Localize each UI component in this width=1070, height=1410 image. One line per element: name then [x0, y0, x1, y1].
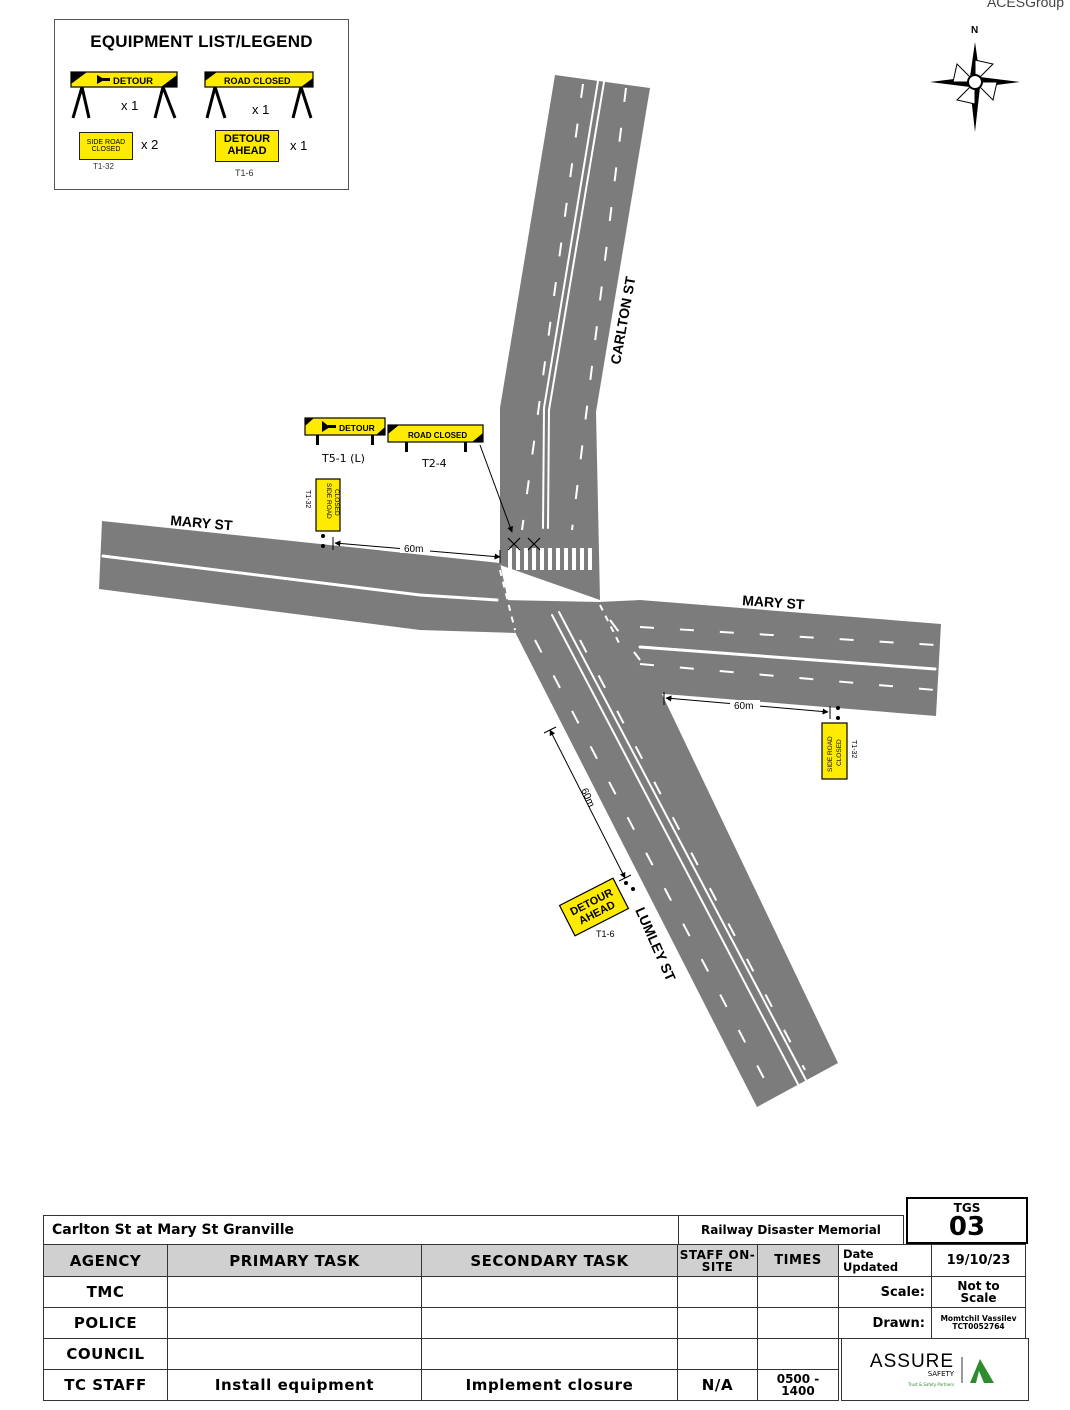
legend-detour-ahead-qty: x 1 — [290, 138, 308, 153]
compass-north-label: N — [971, 25, 978, 36]
tgs-label: TGS — [953, 1200, 981, 1215]
row-council-staff — [677, 1338, 758, 1370]
road-closed-board-code: T2-4 — [421, 457, 447, 470]
legend-title: EQUIPMENT LIST/LEGEND — [90, 32, 313, 51]
legend-road-closed-barrier-icon: ROAD CLOSED — [204, 71, 314, 119]
carlton-st-road — [500, 75, 650, 600]
title-block: TGS 03 Carlton St at Mary St Granville R… — [43, 1197, 1030, 1404]
distance-label-south: 60m — [578, 787, 596, 809]
drawn-name: Momtchil Vassilev — [940, 1313, 1017, 1323]
row-tmc-secondary — [421, 1276, 678, 1308]
drawn-value: Momtchil Vassilev TCT0052764 — [931, 1307, 1026, 1339]
legend-detour-ahead-line1: DETOUR — [223, 133, 271, 146]
street-label-mary-west: MARY ST — [170, 512, 234, 533]
pedestrian-crossing — [508, 548, 592, 570]
row-tmc-agency: TMC — [43, 1276, 168, 1308]
row-police-primary — [167, 1307, 422, 1339]
legend-detour-qty: x 1 — [121, 98, 139, 113]
legend-detour-ahead-code: T1-6 — [235, 168, 254, 178]
date-updated-value: 19/10/23 — [931, 1244, 1026, 1277]
street-label-mary-east: MARY ST — [742, 592, 806, 612]
project-cell: Railway Disaster Memorial — [678, 1215, 904, 1245]
legend-detour-barrier-icon: DETOUR — [70, 71, 178, 119]
distance-label-west: 60m — [404, 544, 423, 555]
detour-barrier-board: DETOUR — [304, 417, 386, 445]
legend-barrier-icons: DETOUR ROAD CLOSED — [70, 71, 314, 119]
row-tc-staff-secondary: Implement closure — [421, 1369, 678, 1401]
row-tc-staff-staff: N/A — [677, 1369, 758, 1401]
side-road-closed-east-code: T1-32 — [850, 740, 857, 758]
tgs-box: TGS 03 — [906, 1197, 1028, 1244]
legend-road-closed-label: ROAD CLOSED — [224, 76, 291, 86]
side-road-closed-west-line1: SIDE ROAD — [325, 483, 332, 519]
row-council-agency: COUNCIL — [43, 1338, 168, 1370]
distance-label-east: 60m — [734, 701, 753, 712]
legend-side-road-closed-code: T1-32 — [93, 162, 114, 171]
distance-marker-east: 60m — [663, 692, 831, 719]
logo-sub: SAFETY — [927, 1370, 955, 1378]
mary-st-west-road — [99, 521, 515, 633]
header-agency: AGENCY — [43, 1244, 168, 1277]
logo-tagline: Trust & Safety Partners — [908, 1382, 955, 1387]
header-primary-task: PRIMARY TASK — [167, 1244, 422, 1277]
date-updated-label: Date Updated — [838, 1244, 932, 1277]
scale-label: Scale: — [838, 1276, 932, 1308]
detour-ahead-code: T1-6 — [596, 929, 615, 939]
row-council-times — [757, 1338, 839, 1370]
side-road-closed-sign-west: SIDE ROAD CLOSED T1-32 — [304, 478, 341, 548]
distance-marker-west: 60m — [332, 537, 501, 563]
side-road-closed-west-line2: CLOSED — [333, 489, 340, 516]
side-road-closed-east-line2: CLOSED — [836, 739, 843, 766]
drawn-label: Drawn: — [838, 1307, 932, 1339]
side-road-closed-sign-east: SIDE ROAD CLOSED T1-32 — [821, 706, 857, 780]
detour-ahead-sign: DETOUR AHEAD T1-6 — [558, 877, 635, 939]
road-closed-barrier-board: ROAD CLOSED — [387, 424, 484, 452]
equipment-legend: EQUIPMENT LIST/LEGEND DETOUR ROAD CLOSED… — [54, 19, 349, 190]
logo-mark-icon — [961, 1356, 995, 1383]
tgs-number: 03 — [948, 1211, 986, 1242]
road-closed-board-label: ROAD CLOSED — [408, 431, 467, 440]
legend-side-road-closed-qty: x 2 — [141, 137, 159, 152]
row-tmc-times — [757, 1276, 839, 1308]
legend-detour-label: DETOUR — [113, 76, 153, 87]
header-staff-on-site: STAFF ON-SITE — [677, 1244, 758, 1277]
row-police-agency: POLICE — [43, 1307, 168, 1339]
lumley-st-road — [505, 600, 838, 1107]
row-council-secondary — [421, 1338, 678, 1370]
drawn-id: TCT0052764 — [952, 1322, 1005, 1331]
legend-detour-ahead-sign: DETOUR AHEAD — [215, 130, 279, 162]
location-cell: Carlton St at Mary St Granville — [43, 1215, 679, 1245]
barrier-symbol-icon — [507, 537, 541, 551]
roads — [99, 75, 941, 1107]
legend-side-road-closed-line2: CLOSED — [91, 146, 121, 153]
row-police-times — [757, 1307, 839, 1339]
row-police-staff — [677, 1307, 758, 1339]
detour-board-code: T5-1 (L) — [321, 452, 365, 465]
row-council-primary — [167, 1338, 422, 1370]
logo-text: ASSURE — [869, 1351, 955, 1372]
company-label: ACESGroup — [986, 0, 1064, 10]
side-road-closed-east-line1: SIDE ROAD — [827, 736, 834, 772]
row-tc-staff-primary: Install equipment — [167, 1369, 422, 1401]
traffic-guidance-diagram: CARLTON ST MARY ST MARY ST LUMLEY ST N D… — [99, 25, 1020, 1107]
detour-board-label: DETOUR — [339, 423, 375, 433]
side-road-closed-west-code: T1-32 — [304, 490, 311, 508]
header-secondary-task: SECONDARY TASK — [421, 1244, 678, 1277]
legend-detour-ahead-line2: AHEAD — [227, 145, 267, 157]
scale-value: Not to Scale — [931, 1276, 1026, 1308]
legend-side-road-closed-sign: SIDE ROAD CLOSED — [79, 132, 133, 160]
header-times: TIMES — [757, 1244, 839, 1277]
north-arrow-icon: N — [930, 25, 1020, 132]
row-police-secondary — [421, 1307, 678, 1339]
row-tmc-staff — [677, 1276, 758, 1308]
legend-side-road-closed-line1: SIDE ROAD — [86, 138, 126, 146]
row-tc-staff-agency: TC STAFF — [43, 1369, 168, 1401]
legend-road-closed-qty: x 1 — [252, 102, 270, 117]
row-tmc-primary — [167, 1276, 422, 1308]
row-tc-staff-times: 0500 - 1400 — [757, 1369, 839, 1401]
company-logo: ASSURE SAFETY Trust & Safety Partners — [841, 1338, 1029, 1401]
